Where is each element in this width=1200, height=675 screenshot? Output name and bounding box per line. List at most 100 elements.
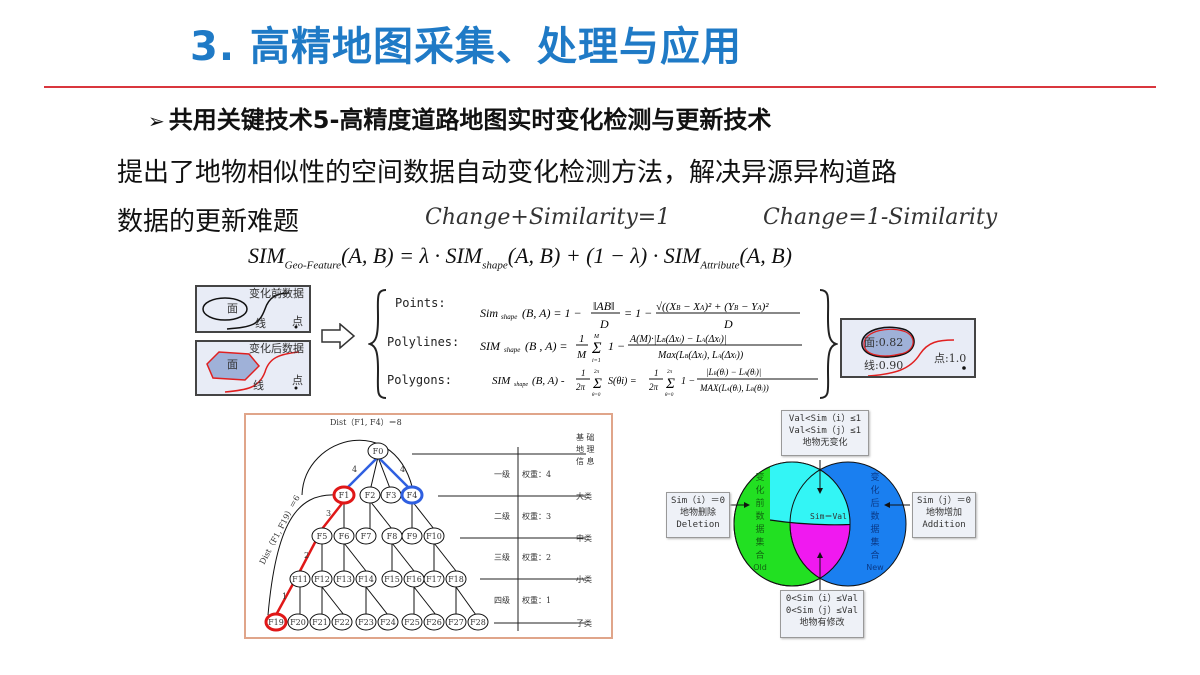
svg-text:2: 2 — [304, 551, 309, 560]
svg-text:(B, A) = 1 −: (B, A) = 1 − — [522, 306, 582, 320]
svg-text:D: D — [599, 317, 609, 331]
svg-text:i=1: i=1 — [592, 358, 601, 364]
svg-text:Σ: Σ — [591, 340, 602, 357]
svg-text:shape: shape — [501, 313, 517, 321]
right-arrow-icon — [321, 323, 356, 349]
svg-text:‖AB‖: ‖AB‖ — [593, 300, 614, 313]
classification-tree-diagram: F0 F1 F2 F3 F4 F5 F6 F7 F8 F9 F10 F11 F1… — [258, 418, 595, 632]
svg-text:1: 1 — [654, 368, 659, 378]
points-formula-graphic: Sim shape (B, A) = 1 − ‖AB‖ D = 1 − √((X… — [480, 299, 800, 331]
condition-label: 地物删除 — [679, 508, 716, 518]
polygons-formula: SIM shape (B, A) - 1 2π Σ 2π θ=0 S(θi) =… — [492, 366, 822, 405]
svg-text:Max(LB(Δxi), LA(Δxi)): Max(LB(Δxi), LA(Δxi)) — [657, 350, 744, 361]
formula-type-polygons: Polygons: — [387, 373, 453, 387]
svg-text:前: 前 — [755, 497, 764, 509]
addition-condition-box: Sim（j）＝0 地物增加 Addition — [912, 492, 976, 538]
svg-text:二级: 二级 — [494, 511, 510, 521]
sim-symbol: SIM — [248, 243, 285, 268]
svg-text:地 理: 地 理 — [576, 444, 595, 454]
equation-part: (A, B) + (1 − λ) · SIM — [507, 243, 701, 268]
svg-text:F16: F16 — [406, 575, 422, 584]
formula-type-polylines: Polylines: — [387, 335, 460, 349]
svg-text:1 −: 1 − — [608, 339, 625, 353]
equation-part: (A, B) — [739, 243, 792, 268]
svg-text:权重：3: 权重：3 — [522, 511, 551, 521]
svg-text:F18: F18 — [448, 575, 464, 584]
svg-text:4: 4 — [400, 465, 405, 474]
svg-text:θ=0: θ=0 — [592, 393, 601, 398]
svg-text:F28: F28 — [470, 618, 486, 627]
map-before-label: 变化前数据 — [249, 287, 304, 300]
svg-text:|LB(θi) − LA(θi)|: |LB(θi) − LA(θi)| — [706, 367, 761, 377]
svg-text:1: 1 — [579, 333, 585, 345]
svg-text:3: 3 — [326, 509, 331, 518]
svg-text:Dist（F1, F19）＝6: Dist（F1, F19）＝6 — [258, 494, 302, 566]
face-label: 面 — [227, 302, 238, 315]
result-map-drawing — [861, 326, 966, 376]
svg-text:F2: F2 — [365, 491, 376, 500]
deletion-condition-box: Sim（i）＝0 地物删除 Deletion — [666, 492, 730, 538]
polygons-formula-graphic: SIM shape (B, A) - 1 2π Σ 2π θ=0 S(θi) =… — [492, 367, 818, 398]
svg-text:数: 数 — [870, 510, 879, 522]
svg-text:大类: 大类 — [576, 491, 592, 501]
svg-text:(B, A) -: (B, A) - — [532, 375, 565, 387]
condition-line: Val<Sim（i）≤1 — [788, 414, 862, 424]
svg-text:2π: 2π — [649, 382, 659, 392]
svg-text:F26: F26 — [426, 618, 442, 627]
svg-text:F12: F12 — [314, 575, 330, 584]
formula-type-points: Points: — [395, 296, 446, 310]
svg-text:数: 数 — [755, 510, 764, 522]
line-label: 线 — [253, 379, 264, 392]
attribute-subscript: Attribute — [700, 259, 740, 272]
bullet-arrow-icon: ➢ — [148, 109, 165, 133]
equation-change-plus-similarity: Change+Similarity=1 — [425, 205, 671, 230]
svg-text:(B , A) =: (B , A) = — [525, 339, 568, 353]
svg-text:权重：4: 权重：4 — [522, 469, 551, 479]
svg-text:F8: F8 — [387, 532, 398, 541]
svg-text:New: New — [866, 563, 884, 572]
svg-text:Σ: Σ — [592, 376, 602, 392]
svg-text:据: 据 — [755, 523, 764, 535]
svg-text:F5: F5 — [317, 532, 328, 541]
line-label: 线 — [255, 317, 266, 330]
condition-label: 地物无变化 — [802, 438, 848, 448]
svg-text:A(M)·|LB(Δxi) − LA(Δxi)|: A(M)·|LB(Δxi) − LA(Δxi)| — [629, 334, 727, 345]
svg-text:θ=0: θ=0 — [665, 393, 674, 398]
svg-text:F1: F1 — [339, 491, 350, 500]
svg-text:F9: F9 — [407, 532, 418, 541]
point-label: 点 — [292, 315, 303, 328]
svg-text:化: 化 — [870, 484, 879, 496]
svg-text:F0: F0 — [373, 447, 384, 456]
svg-text:四级: 四级 — [494, 595, 510, 605]
slide-title: 3. 高精地图采集、处理与应用 — [190, 24, 742, 70]
svg-text:MAX(LA(θi), LB(θi)): MAX(LA(θi), LB(θi)) — [699, 383, 769, 393]
svg-text:中类: 中类 — [576, 533, 592, 543]
svg-text:合: 合 — [755, 549, 764, 561]
body-line-1: 提出了地物相似性的空间数据自动变化检测方法，解决异源异构道路 — [117, 158, 898, 188]
svg-text:据: 据 — [870, 523, 879, 535]
svg-text:后: 后 — [870, 498, 879, 509]
svg-text:2π: 2π — [594, 370, 600, 375]
svg-text:1: 1 — [282, 592, 287, 601]
svg-text:Sim＝Val: Sim＝Val — [810, 512, 847, 521]
svg-text:权重：2: 权重：2 — [522, 552, 551, 562]
svg-text:子类: 子类 — [576, 618, 592, 628]
svg-text:集: 集 — [870, 536, 879, 548]
svg-text:小类: 小类 — [576, 574, 592, 584]
shape-subscript: shape — [482, 259, 508, 272]
svg-text:基 础: 基 础 — [576, 432, 595, 442]
geo-feature-subscript: Geo-Feature — [284, 259, 342, 272]
classification-tree-panel: F0 F1 F2 F3 F4 F5 F6 F7 F8 F9 F10 F11 F1… — [244, 413, 613, 639]
svg-text:F10: F10 — [426, 532, 442, 541]
point-label: 点 — [292, 374, 303, 387]
subtitle: ➢共用关键技术5-高精度道路地图实时变化检测与更新技术 — [148, 100, 771, 135]
left-brace-icon — [368, 289, 387, 399]
svg-text:Dist（F1, F4）＝8: Dist（F1, F4）＝8 — [330, 418, 402, 427]
svg-text:集: 集 — [755, 536, 764, 548]
points-formula: Sim shape (B, A) = 1 − ‖AB‖ D = 1 − √((X… — [480, 299, 810, 337]
svg-text:SIM: SIM — [492, 375, 511, 387]
right-brace-icon — [819, 289, 838, 399]
condition-line: Sim（i）＝0 — [670, 496, 726, 506]
svg-text:shape: shape — [514, 382, 528, 388]
face-score: 面:0.82 — [864, 336, 904, 349]
